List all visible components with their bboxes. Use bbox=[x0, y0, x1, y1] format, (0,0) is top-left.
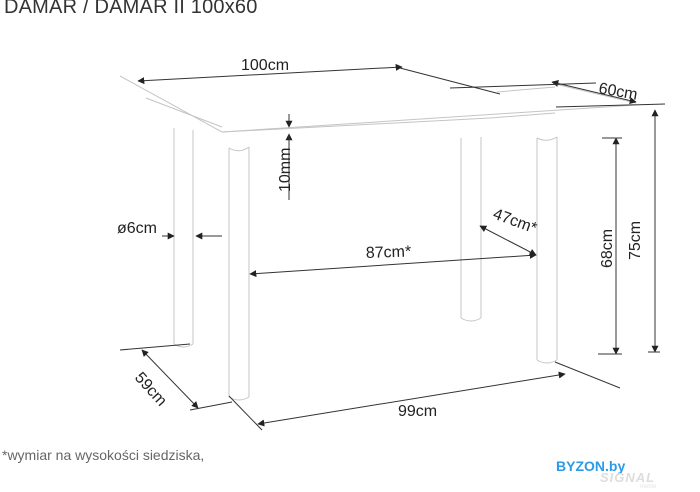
label-top-thickness: 10mm bbox=[277, 148, 294, 192]
brand-name: BYZON.by bbox=[556, 458, 626, 474]
label-top-depth: 60cm bbox=[597, 80, 638, 104]
label-base-depth: 59cm bbox=[131, 369, 170, 409]
label-inner-width: 87cm* bbox=[366, 243, 412, 262]
label-inner-depth: 47cm* bbox=[491, 206, 539, 237]
label-base-width: 99cm bbox=[398, 403, 437, 420]
signal-watermark: SIGNAL bbox=[600, 470, 656, 485]
label-leg-diameter: ø6cm bbox=[117, 220, 157, 237]
label-inner-height: 68cm bbox=[599, 229, 616, 268]
product-title: DAMAR / DAMAR II 100x60 bbox=[4, 0, 258, 18]
footnote: *wymiar na wysokości siedziska, bbox=[2, 447, 205, 463]
label-top-width: 100cm bbox=[241, 57, 289, 74]
signal-watermark-sub: meble bbox=[640, 484, 657, 490]
label-total-height: 75cm bbox=[627, 221, 644, 260]
dimension-lines bbox=[119, 63, 666, 431]
table-outline bbox=[119, 75, 637, 401]
